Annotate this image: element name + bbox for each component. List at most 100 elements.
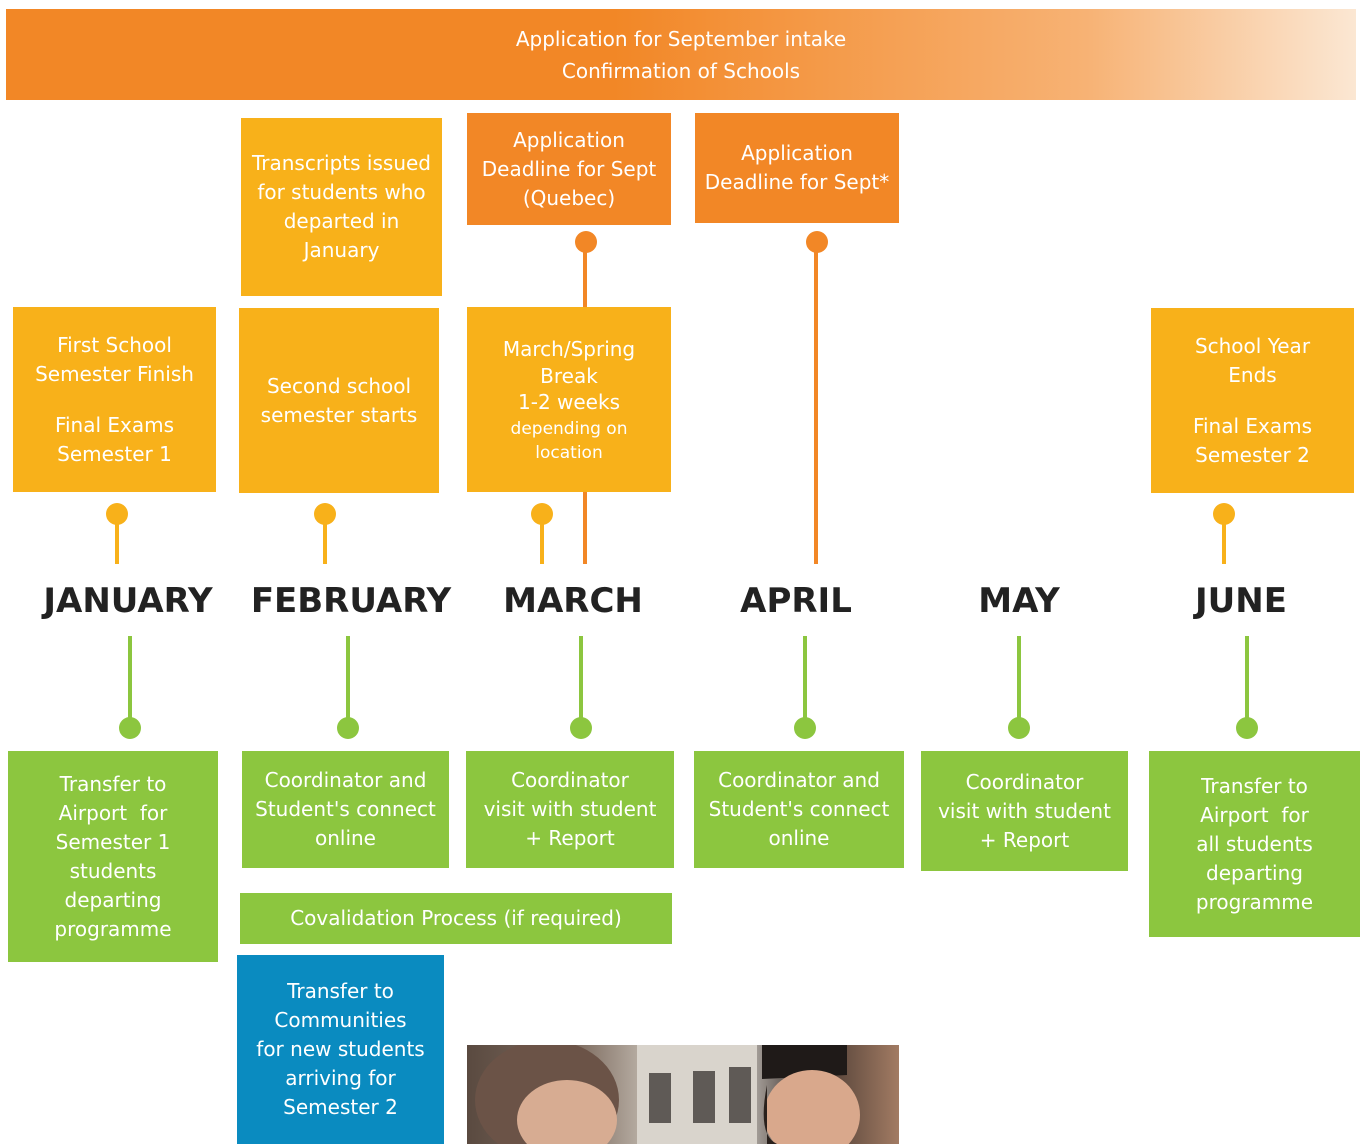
transcripts-line: for students who (257, 180, 426, 204)
transcripts-line: January (303, 238, 380, 262)
mar-box-line: location (535, 442, 603, 463)
month-january: JANUARY (43, 581, 213, 621)
jun-lower-dot (1236, 717, 1258, 739)
mar-box-line: 1-2 weeks (518, 389, 620, 414)
apr-connect-online-box: Coordinator and Student's connect online (694, 751, 904, 868)
jan-bottom-line: Semester 1 (55, 829, 171, 854)
mar-spring-break-box: March/Spring Break 1-2 weeks depending o… (467, 307, 671, 492)
apr-bottom-line: online (768, 826, 830, 850)
jun-bottom-line: programme (1195, 889, 1314, 914)
jan-bottom-line: departing (64, 887, 162, 912)
mar-lower-dot (570, 717, 592, 739)
deadline-sept-box: Application Deadline for Sept* (695, 113, 899, 223)
feb-connect-online-box: Coordinator and Student's connect online (242, 751, 449, 868)
feb-lower-dot (337, 717, 359, 739)
deadline-quebec-box: Application Deadline for Sept (Quebec) (467, 113, 671, 225)
mar-lower-connector (579, 636, 583, 726)
april-deadline-dot (806, 231, 828, 253)
jan-box-line: Final Exams (54, 412, 175, 437)
jun-transfer-airport-box: Transfer to Airport for all students dep… (1149, 751, 1360, 937)
jun-box-line: Final Exams (1192, 413, 1313, 438)
jan-bottom-line: students (69, 858, 157, 883)
jan-transfer-airport-box: Transfer to Airport for Semester 1 stude… (8, 751, 218, 962)
may-bottom-line: + Report (979, 827, 1070, 852)
banner-line-1: Application for September intake (515, 26, 847, 51)
jun-lower-connector (1245, 636, 1249, 726)
jan-bottom-line: Transfer to (59, 771, 167, 796)
deadline-quebec-line: Application (513, 127, 625, 152)
apr-bottom-line: Coordinator and (718, 768, 880, 792)
jun-box-line: School Year (1194, 333, 1311, 358)
students-photo (467, 1045, 899, 1144)
jan-bottom-line: Airport for (58, 800, 168, 825)
feb-box-line: semester starts (260, 402, 418, 427)
mar-upper-connector (540, 514, 544, 564)
may-lower-dot (1008, 717, 1030, 739)
mar-bottom-line: Coordinator (511, 768, 629, 792)
jun-box-line: Semester 2 (1195, 442, 1310, 467)
communities-line: arriving for (285, 1066, 396, 1090)
jun-bottom-line: all students (1196, 831, 1313, 856)
may-bottom-line: visit with student (938, 798, 1111, 823)
banner-line-2: Confirmation of Schools (561, 58, 801, 83)
deadline-sept-line: Deadline for Sept* (704, 170, 890, 194)
jan-upper-dot (106, 503, 128, 525)
jan-upper-connector (115, 514, 119, 564)
mar-box-line: March/Spring (502, 336, 636, 361)
jun-upper-dot (1213, 503, 1235, 525)
feb-upper-dot (314, 503, 336, 525)
may-coordinator-visit-box: Coordinator visit with student + Report (921, 751, 1128, 871)
feb-box-line: Second school (266, 373, 412, 398)
communities-line: Transfer to (287, 979, 394, 1003)
feb-lower-connector (346, 636, 350, 726)
march-deadline-dot (575, 231, 597, 253)
communities-line: Semester 2 (283, 1095, 398, 1119)
feb-upper-connector (323, 514, 327, 564)
students-photo-art (475, 1045, 860, 1144)
feb-bottom-line: Coordinator and (264, 768, 427, 792)
jun-bottom-line: Transfer to (1201, 773, 1308, 798)
deadline-quebec-line: Deadline for Sept (481, 156, 657, 181)
transcripts-box: Transcripts issued for students who depa… (241, 118, 442, 296)
month-june: JUNE (1195, 581, 1287, 621)
mar-bottom-line: + Report (525, 826, 615, 850)
covalidation-bar: Covalidation Process (if required) (240, 893, 672, 944)
may-bottom-line: Coordinator (965, 769, 1084, 794)
transcripts-line: Transcripts issued (251, 151, 431, 175)
jun-year-end-box: School Year Ends Final Exams Semester 2 (1151, 308, 1354, 493)
transcripts-line: departed in (283, 209, 400, 233)
jan-semester-finish-box: First School Semester Finish Final Exams… (13, 307, 216, 492)
mar-bottom-line: visit with student (483, 797, 657, 821)
jan-lower-connector (128, 636, 132, 726)
feb-bottom-line: Student's connect (255, 797, 436, 821)
feb-semester-start-box: Second school semester starts (239, 308, 439, 493)
deadline-sept-line: Application (741, 141, 853, 165)
jun-bottom-line: Airport for (1200, 802, 1309, 827)
jan-bottom-line: programme (54, 916, 172, 941)
jan-lower-dot (119, 717, 141, 739)
feb-bottom-line: online (314, 826, 376, 850)
month-april: APRIL (740, 581, 852, 621)
month-may: MAY (978, 581, 1060, 621)
jun-upper-connector (1222, 514, 1226, 564)
apr-lower-dot (794, 717, 816, 739)
intake-banner: Application for September intake Confirm… (6, 9, 1356, 100)
jun-box-line: Ends (1228, 362, 1277, 387)
jan-box-line: First School (57, 332, 172, 357)
communities-transfer-box: Transfer to Communities for new students… (237, 955, 444, 1144)
month-march: MARCH (503, 581, 643, 621)
mar-coordinator-visit-box: Coordinator visit with student + Report (466, 751, 674, 868)
communities-line: for new students (256, 1037, 425, 1061)
mar-box-line: Break (540, 363, 598, 388)
mar-box-line: depending on (510, 418, 628, 439)
month-february: FEBRUARY (250, 581, 452, 621)
may-lower-connector (1017, 636, 1021, 726)
apr-bottom-line: Student's connect (708, 797, 890, 821)
jan-box-line: Semester Finish (35, 361, 194, 386)
jan-box-line: Semester 1 (57, 441, 172, 466)
mar-upper-dot (531, 503, 553, 525)
deadline-quebec-line: (Quebec) (522, 185, 616, 210)
communities-line: Communities (274, 1008, 407, 1032)
jun-bottom-line: departing (1206, 860, 1303, 885)
apr-lower-connector (803, 636, 807, 726)
